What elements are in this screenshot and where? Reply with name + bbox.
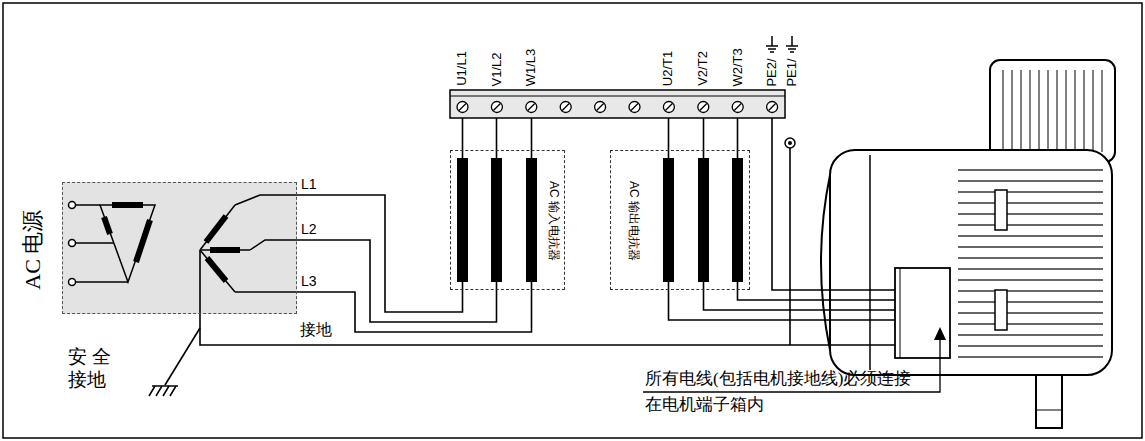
outer-frame <box>3 3 1142 438</box>
ground-symbol <box>766 36 798 52</box>
node-label: AC 输出电抗器 <box>626 181 640 261</box>
node-label: AC 输入电抗器 <box>546 181 560 261</box>
line-label: L3 <box>301 273 317 289</box>
line-label: L1 <box>301 176 317 192</box>
terminal-label: U1/L1 <box>455 51 470 86</box>
terminal-label: U2/T1 <box>661 51 676 86</box>
wire <box>165 118 900 385</box>
wire-connector <box>297 195 463 312</box>
line-label: L2 <box>301 221 317 237</box>
transformer-primary <box>69 202 156 286</box>
transformer-secondary <box>200 195 297 292</box>
terminal-label: V2/T2 <box>696 51 711 86</box>
terminal-label: V1/L2 <box>489 52 504 86</box>
node-label: AC 电源 <box>20 209 45 289</box>
terminal-strip <box>450 90 795 148</box>
input-reactor-box: AC 输入电抗器 <box>450 150 565 290</box>
note-text: 所有电线(包括电机接地线)必须连接在电机端子箱内 <box>645 366 919 418</box>
motor-terminal-box <box>895 268 950 358</box>
power-source-box: AC 电源 <box>62 182 297 314</box>
terminal-label: PE1/ <box>785 58 800 86</box>
earth-symbol <box>149 386 178 396</box>
terminal-label: W1/L3 <box>524 48 539 86</box>
ground-label: 接地 <box>300 321 332 339</box>
terminal-label: PE2/ <box>765 58 780 86</box>
earth-label: 安 全 接地 <box>68 346 123 392</box>
reactor-coil <box>457 158 743 282</box>
terminal-label: W2/T3 <box>730 48 745 86</box>
output-reactor-box: AC 输出电抗器 <box>610 150 750 290</box>
source-fill <box>62 182 297 314</box>
